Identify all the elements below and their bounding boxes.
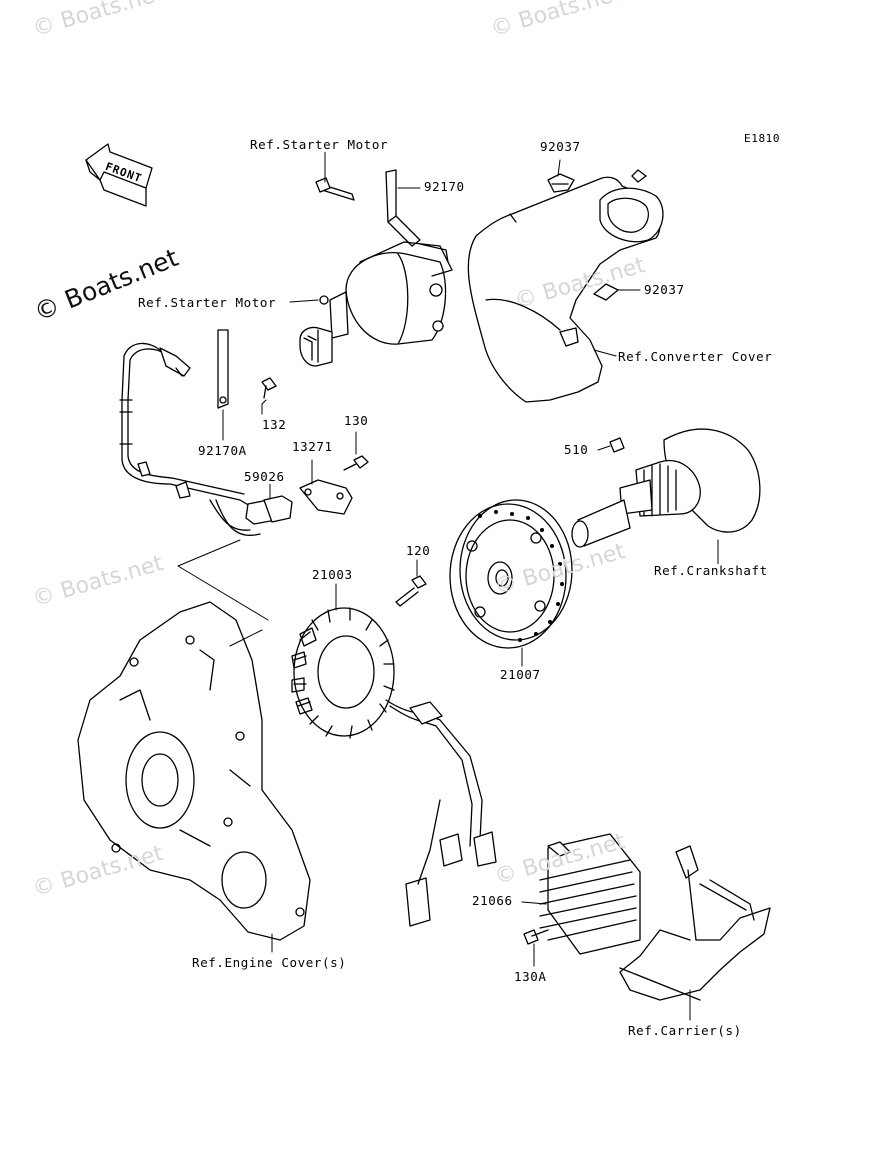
ref-converter-cover[interactable]: Ref.Converter Cover: [618, 349, 773, 364]
starter-motor-drawing: [299, 169, 453, 367]
flywheel-21007-drawing: [449, 499, 573, 649]
part-21003[interactable]: 21003: [312, 567, 353, 582]
leader-lines: [177, 151, 719, 1021]
part-92037-top[interactable]: 92037: [540, 139, 581, 154]
stator-connectors-drawing: [405, 701, 497, 927]
part-130[interactable]: 130: [344, 413, 369, 428]
bolt-120-drawing: [395, 575, 427, 607]
part-92170A[interactable]: 92170A: [198, 443, 247, 458]
ref-crankshaft[interactable]: Ref.Crankshaft: [654, 563, 768, 578]
part-510[interactable]: 510: [564, 442, 589, 457]
converter-cover-drawing: [467, 169, 664, 403]
ref-starter-motor-top[interactable]: Ref.Starter Motor: [250, 137, 389, 152]
part-120[interactable]: 120: [406, 543, 431, 558]
part-132[interactable]: 132: [262, 417, 287, 432]
ref-starter-motor-mid[interactable]: Ref.Starter Motor: [138, 295, 277, 310]
front-arrow-icon: [85, 143, 153, 207]
part-92170[interactable]: 92170: [424, 179, 465, 194]
bar-92170A-drawing: [217, 329, 229, 409]
carrier-drawing: [619, 845, 771, 1001]
crankshaft-drawing: [571, 428, 761, 548]
bolt-132-drawing: [261, 377, 277, 399]
part-130A[interactable]: 130A: [514, 969, 547, 984]
part-21007[interactable]: 21007: [500, 667, 541, 682]
ref-engine-cover[interactable]: Ref.Engine Cover(s): [192, 955, 347, 970]
wire-harness-drawing: [119, 342, 293, 536]
part-59026[interactable]: 59026: [244, 469, 285, 484]
ref-carrier[interactable]: Ref.Carrier(s): [628, 1023, 742, 1038]
regulator-21066-drawing: [539, 833, 641, 955]
engine-cover-drawing: [77, 601, 311, 941]
part-92037-mid[interactable]: 92037: [644, 282, 685, 297]
part-13271[interactable]: 13271: [292, 439, 333, 454]
part-21066[interactable]: 21066: [472, 893, 513, 908]
bolt-130A-drawing: [523, 929, 549, 945]
stator-21003-drawing: [291, 607, 483, 847]
bolt-130-drawing: [343, 455, 369, 471]
clip-92037-top-drawing: [547, 173, 575, 193]
bracket-13271-drawing: [299, 479, 353, 515]
diagram-code: E1810: [744, 132, 781, 146]
flywheel-holes: [478, 510, 564, 642]
